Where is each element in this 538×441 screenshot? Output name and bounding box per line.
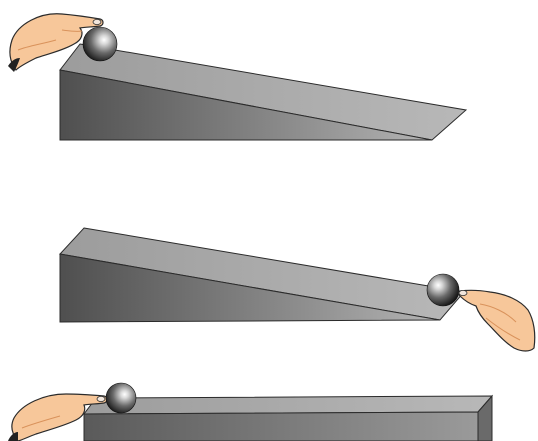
hand-right (459, 290, 535, 351)
scene-incline-down (8, 14, 466, 140)
sphere-icon (427, 274, 459, 306)
scene-flat-surface (8, 383, 492, 441)
scene-incline-up (60, 228, 535, 351)
sphere-icon (106, 383, 136, 413)
ramp-wedge (60, 44, 466, 140)
ramp-wedge (60, 228, 464, 322)
sphere-icon (83, 27, 117, 61)
flat-slab (84, 396, 492, 441)
